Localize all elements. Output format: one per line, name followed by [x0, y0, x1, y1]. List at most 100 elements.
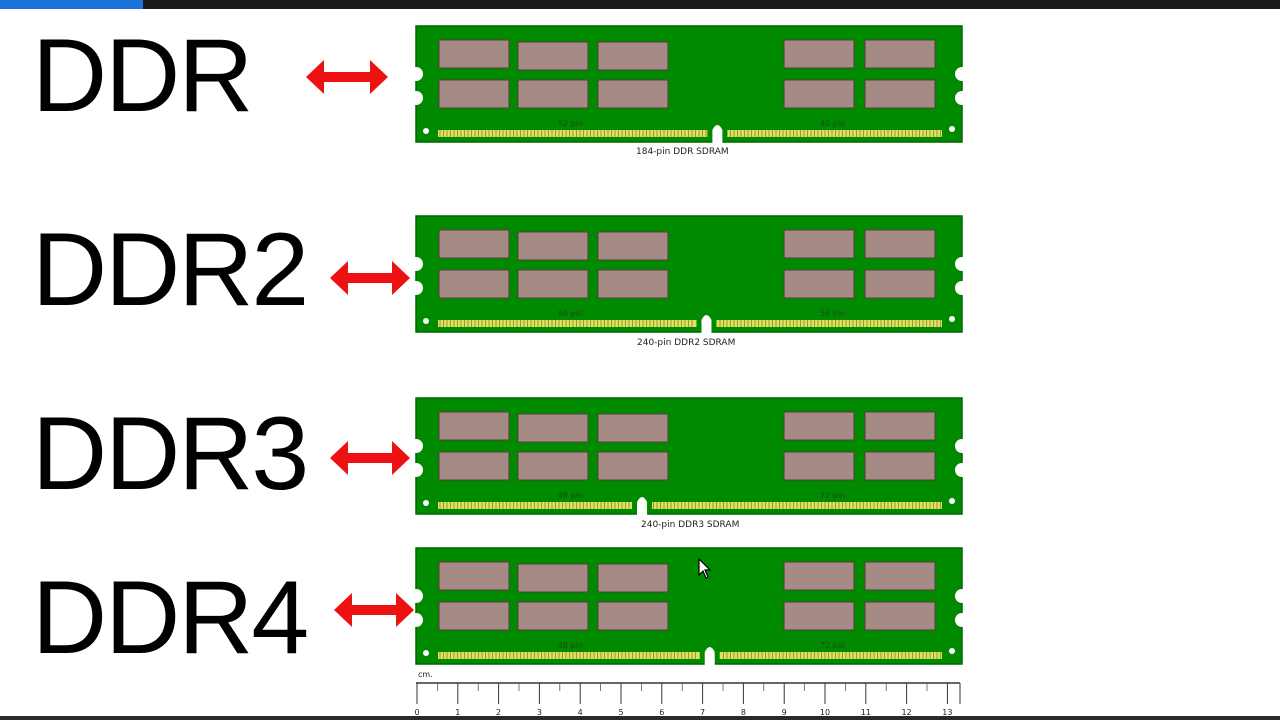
memory-chip	[597, 413, 669, 443]
side-notch	[409, 439, 423, 453]
ruler-tick-label: 0	[414, 708, 419, 717]
video-progress-fill[interactable]	[0, 0, 144, 9]
memory-chip	[783, 411, 855, 441]
double-headed-arrow-icon	[306, 60, 388, 94]
double-headed-arrow-icon	[330, 441, 410, 475]
memory-chip	[783, 269, 855, 299]
double-headed-arrow-icon	[330, 261, 410, 295]
memory-chip	[783, 451, 855, 481]
memory-chip	[597, 451, 669, 481]
key-notch	[701, 315, 712, 333]
ruler-tick-label: 6	[659, 708, 664, 717]
memory-chip	[517, 563, 589, 593]
ruler-tick-label: 1	[455, 708, 460, 717]
memory-chip	[864, 229, 936, 259]
contact-pins-right	[716, 320, 942, 327]
ruler-tick-label: 3	[537, 708, 542, 717]
side-notch	[409, 67, 423, 81]
memory-chip	[864, 411, 936, 441]
side-notch	[409, 257, 423, 271]
memory-chip	[783, 39, 855, 69]
pin-count-left: 48 pin	[558, 641, 583, 650]
side-notch	[409, 91, 423, 105]
contact-pins-left	[438, 652, 700, 659]
ram-module-ddr4: 48 pin 72 pin	[409, 547, 969, 665]
side-notch	[955, 257, 969, 271]
memory-chip	[438, 601, 510, 631]
label-ddr4: DDR4	[32, 560, 309, 676]
memory-chip	[438, 79, 510, 109]
side-notch	[955, 613, 969, 627]
memory-chip	[783, 601, 855, 631]
label-ddr3: DDR3	[32, 396, 309, 512]
ruler-tick-label: 12	[902, 708, 912, 717]
side-notch	[955, 463, 969, 477]
ruler-unit-label: cm.	[418, 670, 433, 679]
memory-chip	[597, 231, 669, 261]
ruler-tick-label: 8	[741, 708, 746, 717]
memory-chip	[597, 269, 669, 299]
memory-chip	[597, 41, 669, 71]
memory-chip	[783, 229, 855, 259]
ruler-tick-label: 2	[496, 708, 501, 717]
mount-hole	[949, 316, 955, 322]
side-notch	[955, 589, 969, 603]
video-top-bar	[0, 0, 1280, 9]
memory-chip	[864, 269, 936, 299]
caption-ddr3: 240-pin DDR3 SDRAM	[641, 520, 740, 530]
label-ddr2: DDR2	[32, 212, 309, 328]
mount-hole	[949, 126, 955, 132]
memory-chip	[517, 231, 589, 261]
side-notch	[955, 91, 969, 105]
key-notch	[712, 125, 723, 143]
mount-hole	[949, 498, 955, 504]
pin-count-left: 52 pin	[558, 119, 583, 128]
memory-chip	[864, 39, 936, 69]
contact-pins-right	[727, 130, 942, 137]
side-notch	[955, 281, 969, 295]
memory-chip	[438, 269, 510, 299]
side-notch	[955, 439, 969, 453]
memory-chip	[597, 601, 669, 631]
memory-chip	[438, 39, 510, 69]
pin-count-right: 72 pin	[820, 641, 845, 650]
side-notch	[409, 463, 423, 477]
contact-pins-right	[719, 652, 942, 659]
memory-chip	[517, 79, 589, 109]
side-notch	[409, 589, 423, 603]
ruler-tick-label: 13	[942, 708, 952, 717]
memory-chip	[864, 561, 936, 591]
key-notch	[637, 497, 648, 515]
memory-chip	[517, 601, 589, 631]
side-notch	[409, 613, 423, 627]
memory-chip	[864, 79, 936, 109]
mouse-pointer-icon	[698, 558, 712, 579]
memory-chip	[517, 41, 589, 71]
pin-count-right: 56 pin	[820, 309, 845, 318]
mount-hole	[423, 650, 429, 656]
memory-chip	[438, 411, 510, 441]
memory-chip	[597, 79, 669, 109]
mount-hole	[423, 500, 429, 506]
memory-chip	[438, 451, 510, 481]
key-notch	[704, 647, 715, 665]
memory-chip	[438, 229, 510, 259]
memory-chip	[517, 451, 589, 481]
memory-chip	[783, 79, 855, 109]
memory-chip	[438, 561, 510, 591]
memory-chip	[783, 561, 855, 591]
side-notch	[955, 67, 969, 81]
contact-pins-left	[438, 320, 697, 327]
ruler-tick-label: 11	[861, 708, 871, 717]
caption-ddr2: 240-pin DDR2 SDRAM	[637, 338, 736, 348]
memory-chip	[864, 451, 936, 481]
contact-pins-left	[438, 502, 633, 509]
pin-count-left: 48 pin	[558, 491, 583, 500]
ruler-tick-label: 10	[820, 708, 830, 717]
memory-chip	[597, 563, 669, 593]
